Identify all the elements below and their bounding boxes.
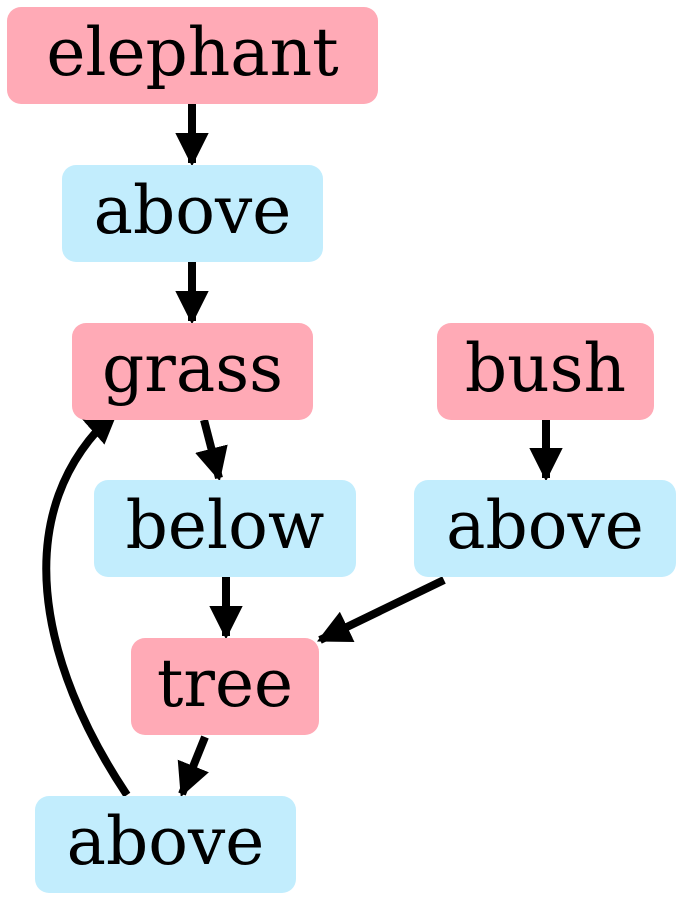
node-above-label: above: [66, 802, 265, 880]
edge-above-to-grass-loop: [42, 409, 131, 798]
edge-above-to-tree: [316, 576, 446, 644]
node-above-label: above: [93, 171, 292, 249]
node-above-label: above: [446, 486, 644, 564]
edge-tree-to-above: [177, 735, 209, 798]
node-above-elephant-grass: above: [62, 165, 323, 262]
node-below-grass-tree: below: [94, 480, 356, 577]
node-above-tree-grass: above: [35, 796, 296, 893]
node-tree-label: tree: [156, 644, 294, 722]
node-below-label: below: [125, 486, 325, 564]
node-elephant-label: elephant: [46, 13, 339, 91]
node-grass-label: grass: [102, 329, 283, 407]
node-grass: grass: [72, 323, 313, 420]
node-elephant: elephant: [7, 7, 378, 104]
node-tree: tree: [131, 638, 319, 735]
node-above-bush-tree: above: [414, 480, 676, 577]
node-bush-label: bush: [464, 329, 627, 407]
edge-grass-to-below: [195, 418, 228, 482]
node-bush: bush: [437, 323, 654, 420]
